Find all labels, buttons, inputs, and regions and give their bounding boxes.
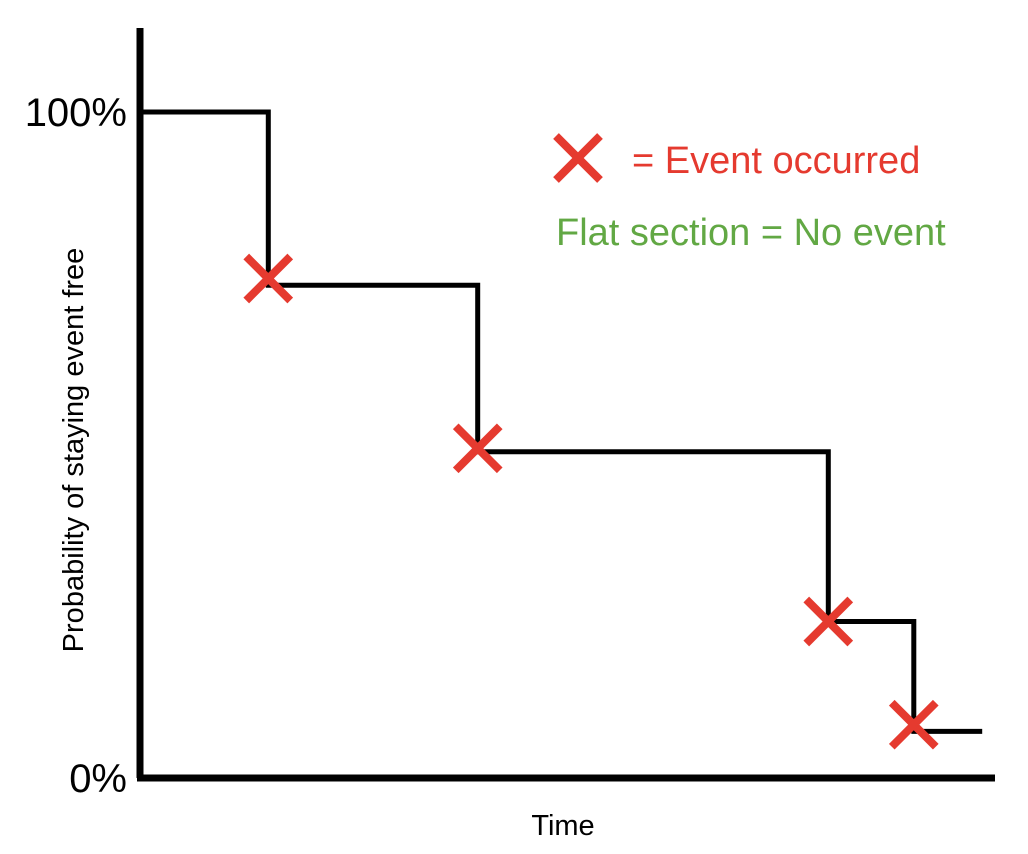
y-tick-label: 0%: [69, 757, 127, 801]
event-marker: [803, 596, 854, 647]
y-tick-labels: 100% 0%: [25, 91, 127, 801]
event-marker: [888, 699, 939, 750]
y-axis-label: Probability of staying event free: [58, 248, 90, 653]
legend: = Event occurred Flat section = No event: [553, 133, 946, 254]
legend-event-marker-icon: [553, 133, 603, 183]
event-marker: [243, 253, 294, 304]
survival-step-line: [140, 109, 983, 734]
legend-event-label: = Event occurred: [632, 140, 920, 182]
legend-flat-label: Flat section = No event: [556, 212, 946, 254]
x-axis-label: Time: [531, 810, 594, 842]
event-marker: [452, 423, 503, 474]
y-tick-label: 100%: [25, 91, 127, 135]
event-markers: [243, 253, 939, 750]
